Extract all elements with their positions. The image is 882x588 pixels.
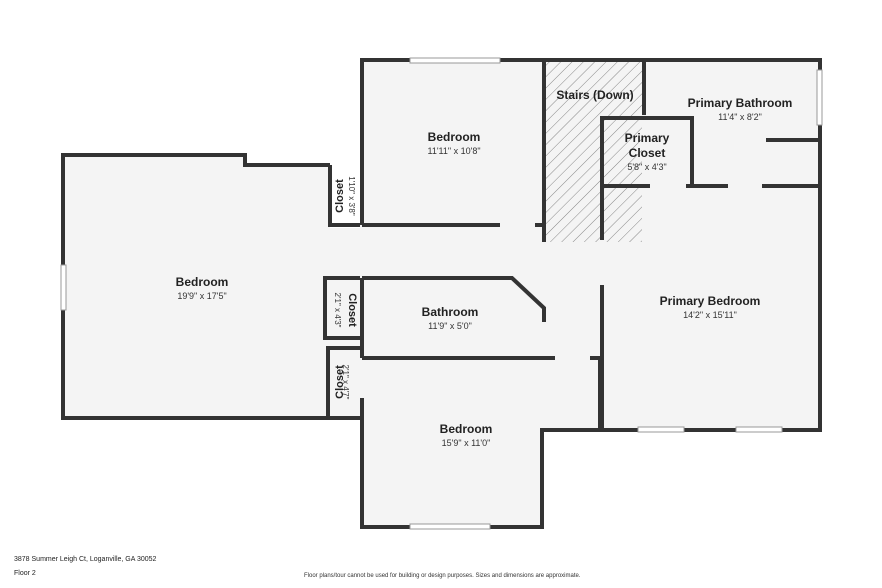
room-name-line2: Closet <box>629 146 666 160</box>
room-dims: 5'8" x 4'3" <box>627 162 666 172</box>
disclaimer: Floor plans/tour cannot be used for buil… <box>304 573 581 579</box>
floor-label: Floor 2 <box>14 570 36 577</box>
room-primary-bathroom: Primary Bathroom 11'4" x 8'2" <box>688 96 793 122</box>
room-name: Bathroom <box>422 305 479 319</box>
room-closet-top: Closet 1'10" x 3'8" <box>334 176 356 216</box>
room-name: Bedroom <box>428 130 481 144</box>
stairs-hatch <box>544 62 642 242</box>
room-name: Primary Bedroom <box>660 294 761 308</box>
room-dims: 2'1" x 4'7" <box>341 365 350 400</box>
property-address: 3878 Summer Leigh Ct, Loganville, GA 300… <box>14 556 157 563</box>
room-name: Primary Bathroom <box>688 96 793 110</box>
room-closet-low: Closet 2'1" x 4'7" <box>334 365 350 400</box>
room-bedroom-bottom: Bedroom 15'9" x 11'0" <box>440 422 493 448</box>
room-dims: 19'9" x 17'5" <box>177 291 226 301</box>
room-name: Closet <box>334 365 346 399</box>
room-dims: 1'10" x 3'8" <box>347 176 356 216</box>
windows <box>60 57 823 530</box>
room-dims: 14'2" x 15'11" <box>683 310 737 320</box>
room-name: Bedroom <box>176 275 229 289</box>
room-stairs: Stairs (Down) <box>556 88 633 102</box>
room-name: Closet <box>334 179 346 213</box>
room-primary-closet: Primary Closet 5'8" x 4'3" <box>625 131 670 172</box>
room-primary-bedroom: Primary Bedroom 14'2" x 15'11" <box>660 294 761 320</box>
walls <box>61 58 822 529</box>
room-dims: 11'11" x 10'8" <box>427 146 480 156</box>
room-name: Closet <box>346 293 358 327</box>
room-bedroom-left: Bedroom 19'9" x 17'5" <box>176 275 229 301</box>
room-dims: 2'1" x 4'3" <box>333 293 342 328</box>
room-bedroom-top: Bedroom 11'11" x 10'8" <box>427 130 480 156</box>
room-bathroom: Bathroom 11'9" x 5'0" <box>422 305 479 331</box>
room-dims: 11'9" x 5'0" <box>428 321 472 331</box>
room-dims: 15'9" x 11'0" <box>442 438 491 448</box>
room-dims: 11'4" x 8'2" <box>718 112 762 122</box>
room-name-line1: Primary <box>625 131 670 145</box>
room-name: Bedroom <box>440 422 493 436</box>
room-name: Stairs (Down) <box>556 88 633 102</box>
room-closet-mid: Closet 2'1" x 4'3" <box>333 293 358 328</box>
